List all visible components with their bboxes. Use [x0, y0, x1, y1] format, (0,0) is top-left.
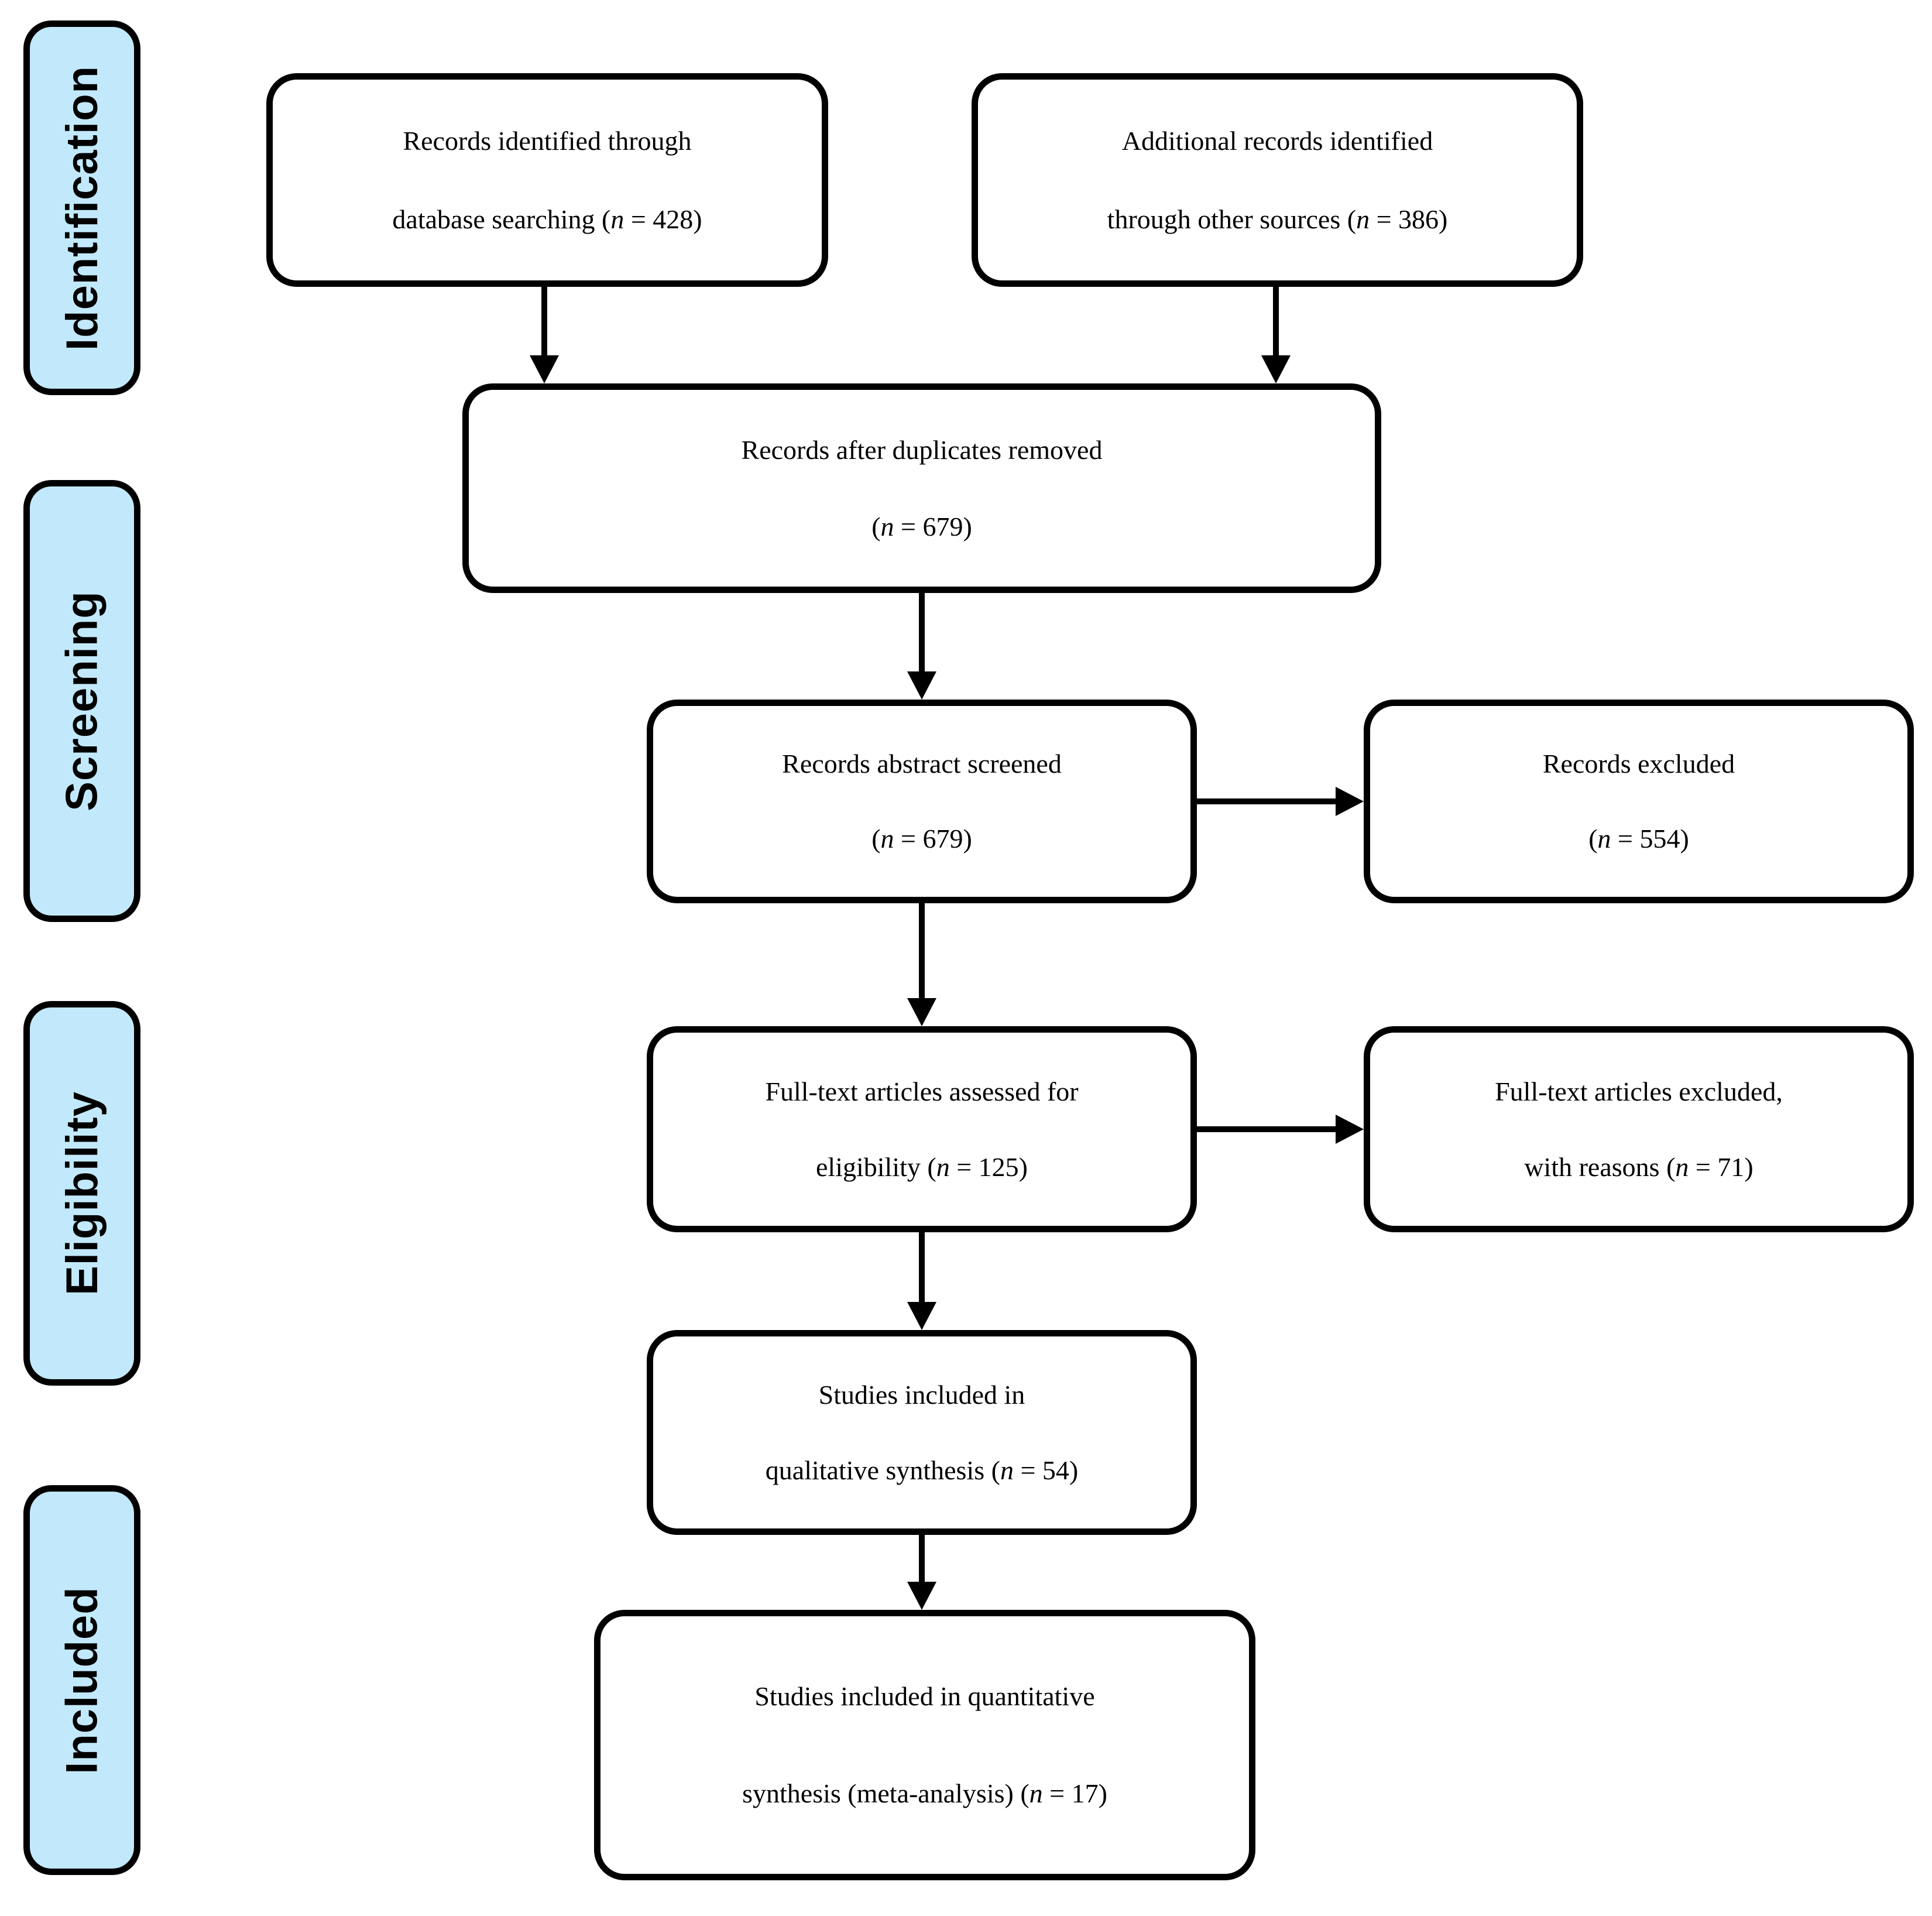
- box-records-excluded: Records excluded (n = 554): [1364, 700, 1914, 903]
- stage-label-included: Included: [23, 1485, 140, 1875]
- box-additional-records-other-sources: Additional records identified through ot…: [972, 73, 1583, 287]
- stage-label-text: Eligibility: [57, 1091, 107, 1295]
- arrow-head-down-icon: [907, 998, 936, 1026]
- box-studies-qualitative-synthesis: Studies included in qualitative synthesi…: [647, 1330, 1197, 1535]
- box-text-line: (n = 679): [871, 824, 972, 854]
- arrow-head-down-icon: [907, 1302, 936, 1330]
- box-text-line: Additional records identified: [1121, 126, 1433, 156]
- arrow-screened-to-excluded: [1195, 787, 1364, 816]
- arrow-duplicates-to-screened: [907, 591, 936, 700]
- box-text-line: (n = 679): [871, 511, 972, 541]
- arrow-head-down-icon: [530, 355, 559, 383]
- arrow-shaft: [1195, 1126, 1338, 1132]
- arrow-shaft: [1195, 798, 1338, 804]
- box-text-line: through other sources (n = 386): [1107, 204, 1448, 234]
- arrow-shaft: [919, 591, 925, 674]
- arrow-head-right-icon: [1336, 1115, 1364, 1144]
- box-records-abstract-screened: Records abstract screened (n = 679): [647, 700, 1197, 903]
- box-text-line: Studies included in quantitative: [754, 1681, 1095, 1712]
- arrow-shaft: [1273, 286, 1279, 358]
- box-text-line: qualitative synthesis (n = 54): [765, 1455, 1079, 1485]
- box-fulltext-assessed-eligibility: Full-text articles assessed for eligibil…: [647, 1026, 1197, 1232]
- box-text-line: Records after duplicates removed: [741, 434, 1103, 465]
- box-studies-quantitative-synthesis: Studies included in quantitative synthes…: [594, 1610, 1255, 1880]
- arrow-shaft: [919, 1533, 925, 1584]
- arrow-head-right-icon: [1336, 787, 1364, 816]
- box-text-line: with reasons (n = 71): [1524, 1151, 1753, 1182]
- box-records-after-duplicates-removed: Records after duplicates removed (n = 67…: [462, 383, 1381, 593]
- arrow-fulltext-to-excluded-reasons: [1195, 1115, 1364, 1144]
- box-text-line: Full-text articles assessed for: [765, 1076, 1079, 1106]
- box-text-line: Records identified through: [403, 126, 692, 156]
- stage-label-text: Screening: [57, 591, 107, 811]
- stage-label-screening: Screening: [23, 480, 140, 922]
- box-text-line: synthesis (meta-analysis) (n = 17): [742, 1778, 1107, 1809]
- arrow-other-sources-to-duplicates: [1261, 286, 1291, 383]
- box-records-identified-database: Records identified through database sear…: [266, 73, 828, 287]
- arrow-head-down-icon: [907, 671, 936, 700]
- stage-label-eligibility: Eligibility: [23, 1001, 140, 1386]
- stage-label-text: Included: [57, 1586, 107, 1774]
- arrow-head-down-icon: [1261, 355, 1291, 383]
- box-text-line: Records abstract screened: [782, 749, 1062, 779]
- arrow-head-down-icon: [907, 1582, 936, 1610]
- box-text-line: Studies included in: [818, 1380, 1025, 1410]
- stage-label-text: Identification: [57, 65, 107, 351]
- box-text-line: (n = 554): [1588, 824, 1689, 854]
- box-text-line: Full-text articles excluded,: [1495, 1076, 1783, 1106]
- box-text-line: database searching (n = 428): [392, 204, 702, 234]
- arrow-shaft: [919, 902, 925, 1000]
- arrow-fulltext-to-qualitative: [907, 1231, 936, 1330]
- box-text-line: Records excluded: [1542, 749, 1735, 779]
- arrow-qualitative-to-quantitative: [907, 1533, 936, 1610]
- arrow-database-to-duplicates: [530, 286, 559, 383]
- arrow-screened-to-fulltext: [907, 902, 936, 1026]
- arrow-shaft: [919, 1231, 925, 1304]
- box-fulltext-excluded-with-reasons: Full-text articles excluded, with reason…: [1364, 1026, 1914, 1232]
- arrow-shaft: [541, 286, 547, 358]
- stage-label-identification: Identification: [23, 20, 140, 395]
- box-text-line: eligibility (n = 125): [816, 1151, 1028, 1182]
